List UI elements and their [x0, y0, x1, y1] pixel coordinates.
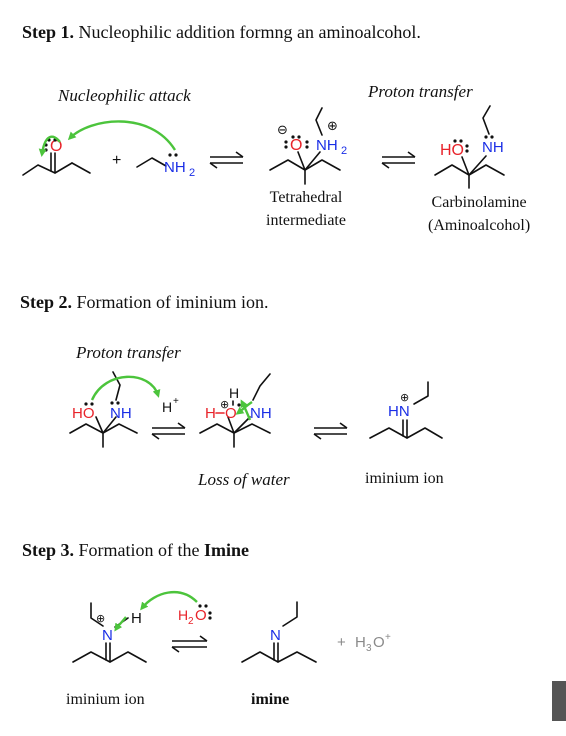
loss-of-water-label: Loss of water	[198, 470, 290, 489]
step2-title-text: Formation of iminium ion.	[72, 292, 269, 312]
intermediate-line: intermediate	[266, 212, 346, 229]
carbinolamine: HO NH	[434, 105, 505, 189]
step3-title: Step 3. Formation of the Imine	[22, 540, 249, 561]
step2-title-bold: Step 2.	[20, 292, 73, 312]
iminium3-n: N	[102, 627, 113, 644]
tetrahedral-intermediate-label: Tetrahedral intermediate	[266, 186, 346, 232]
equilibrium-arrow-4	[313, 422, 348, 440]
imine-molecule: N	[241, 601, 317, 663]
step2b-nh: NH	[250, 405, 272, 422]
hydroxyl-ho: HO	[440, 142, 464, 159]
tetrahedral-line: Tetrahedral	[269, 189, 343, 206]
step3-title-bold: Step 3.	[22, 540, 75, 560]
oxonium-top-h: H	[229, 385, 239, 401]
hydronium-o: O	[373, 634, 385, 651]
step1-title-text: Nucleophilic addition formng an aminoalc…	[74, 22, 421, 42]
protonated-carbinolamine: H O ⊕ H NH	[199, 373, 272, 448]
amine-sub2: 2	[189, 167, 195, 179]
ketone-molecule: O	[22, 138, 91, 176]
ammonium-sub2: 2	[341, 145, 347, 157]
curved-arrow-leaving	[240, 399, 252, 421]
iminium-charge: ⊕	[400, 392, 409, 404]
step3-title-bold-end: Imine	[204, 540, 249, 560]
iminium3-charge: ⊕	[96, 613, 105, 625]
imine-label: imine	[251, 691, 290, 708]
step1-title-bold: Step 1.	[22, 22, 75, 42]
oxonium-h: H	[205, 405, 216, 422]
nucleophilic-attack-label: Nucleophilic attack	[58, 86, 191, 105]
proton-h: H	[162, 399, 172, 415]
hydronium-sub3: 3	[366, 643, 372, 654]
ammonium-nh: NH	[316, 137, 338, 154]
curved-arrow-attack	[67, 120, 177, 151]
minus-charge: ⊖	[277, 122, 288, 137]
water-h: H	[178, 607, 188, 623]
oxonium-o: O	[225, 405, 237, 422]
proton-transfer-label-2: Proton transfer	[76, 343, 181, 362]
step3-title-text: Formation of the	[74, 540, 204, 560]
plus-sign-1: +	[112, 152, 121, 169]
water-o: O	[195, 607, 207, 624]
plus-charge-1: ⊕	[327, 118, 338, 133]
iminium-ion-label-step2: iminium ion	[365, 470, 444, 487]
hydronium-h: H	[355, 634, 366, 651]
step2-nh: NH	[110, 405, 132, 422]
step2-title: Step 2. Formation of iminium ion.	[20, 292, 269, 313]
water-sub2: 2	[188, 616, 194, 627]
aminoalcohol-line: (Aminoalcohol)	[428, 217, 531, 234]
hydronium-plus: +	[385, 632, 391, 643]
amine-nh: NH	[164, 159, 186, 176]
iminium3-h: H	[131, 610, 142, 627]
iminium-ion-step3: N ⊕ H	[72, 602, 147, 663]
equilibrium-arrow-5	[171, 635, 208, 653]
step1-title: Step 1. Nucleophilic addition formng an …	[22, 22, 421, 43]
iminium-hn: HN	[388, 403, 410, 420]
iminium-ion-step2: HN ⊕	[369, 381, 443, 439]
step2-ho: HO	[72, 405, 95, 422]
curved-arrow-deprotonation	[140, 591, 198, 611]
plus-sign-2: +	[337, 634, 346, 651]
curved-arrow-nh-bond	[114, 616, 127, 632]
scrollbar-fragment	[552, 681, 566, 721]
carbinolamine-line: Carbinolamine	[431, 194, 527, 211]
curved-arrow-carbonyl	[38, 135, 61, 157]
equilibrium-arrow-1	[209, 151, 244, 169]
equilibrium-arrow-2	[381, 151, 416, 169]
carbinolamine-label: Carbinolamine (Aminoalcohol)	[428, 191, 530, 237]
carbinol-nh: NH	[482, 139, 504, 156]
alkoxide-oxygen: O	[290, 137, 302, 154]
water-molecule: H 2 O	[178, 604, 212, 627]
imine-n: N	[270, 627, 281, 644]
iminium-ion-label-step3: iminium ion	[66, 691, 145, 708]
proton-transfer-label-1: Proton transfer	[368, 82, 473, 101]
carbinolamine-step2: HO NH	[69, 371, 138, 448]
ethylamine-molecule: NH 2	[136, 153, 195, 179]
equilibrium-arrow-3	[151, 422, 186, 440]
oxonium-charge: ⊕	[220, 399, 229, 411]
hydronium-product: + H 3 O +	[337, 632, 391, 654]
curved-arrow-protonation	[90, 375, 161, 401]
proton-plus: +	[173, 396, 179, 407]
tetrahedral-intermediate: O ⊖ NH 2 ⊕	[269, 107, 347, 185]
